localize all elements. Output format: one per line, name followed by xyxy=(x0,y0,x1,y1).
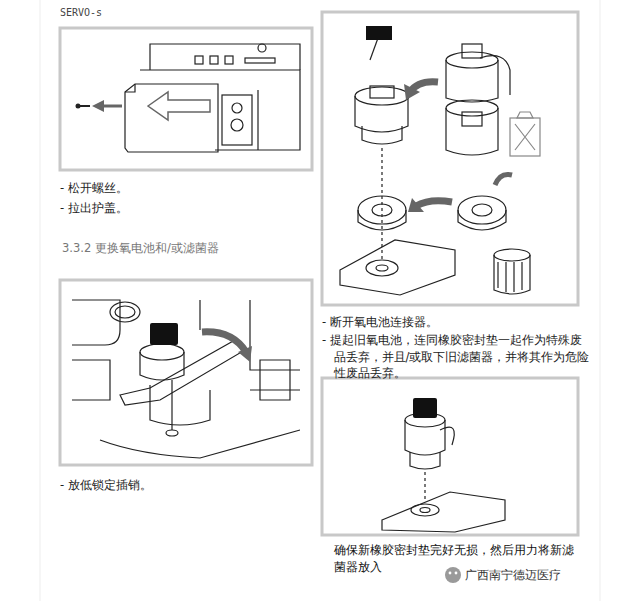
step-text: - 拉出护盖。 xyxy=(60,200,300,217)
section-heading: 3.3.2 更换氧电池和/或滤菌器 xyxy=(62,240,310,257)
step-text: - 断开氧电池连接器。 xyxy=(322,314,578,331)
watermark: 广西南宁德迈医疗 xyxy=(465,567,635,584)
step-text: - 放低锁定插销。 xyxy=(60,477,300,494)
step-text: - 提起旧氧电池，连同橡胶密封垫一起作为特殊废品丢弃，并且/或取下旧滤菌器，并将… xyxy=(322,332,590,382)
model-name: SERVO-s xyxy=(60,6,180,21)
step-text: - 松开螺丝。 xyxy=(60,180,300,197)
